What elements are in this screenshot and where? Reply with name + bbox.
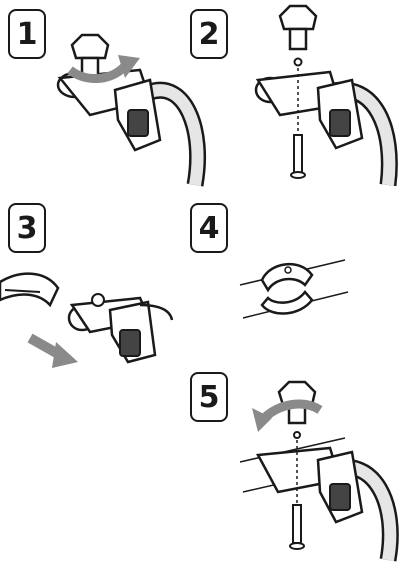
bolt-icon (293, 505, 301, 543)
buckle (330, 484, 350, 510)
washer-icon (294, 432, 300, 438)
